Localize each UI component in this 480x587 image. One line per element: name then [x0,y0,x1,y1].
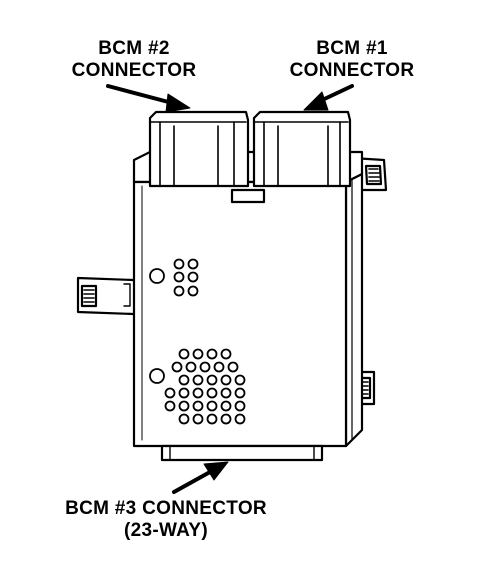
bcm2-connector [148,110,250,188]
bcm2-label: BCM #2 CONNECTOR [54,38,214,82]
bcm3-connector [160,444,324,462]
bcm1-label-line1: BCM #1 [316,38,388,59]
arrow-bcm2 [106,84,191,113]
arrow-bcm1 [303,84,354,111]
bcm1-connector [252,110,352,188]
lower-hole-pattern [149,348,246,425]
bcm2-label-line2: CONNECTOR [71,60,197,81]
arrow-bcm3 [172,461,229,494]
upper-hole-pattern [149,258,199,297]
bcm2-label-line1: BCM #2 [98,38,170,59]
bcm3-label-line1: BCM #3 CONNECTOR [65,498,267,519]
bcm3-label: BCM #3 CONNECTOR (23-WAY) [38,498,294,542]
module-latch [230,188,266,204]
bcm1-label: BCM #1 CONNECTOR [272,38,432,82]
bcm1-label-line2: CONNECTOR [289,60,415,81]
bcm3-label-line2: (23-WAY) [123,520,209,541]
mounting-tab-left [76,276,135,316]
module-side-face [344,172,364,448]
